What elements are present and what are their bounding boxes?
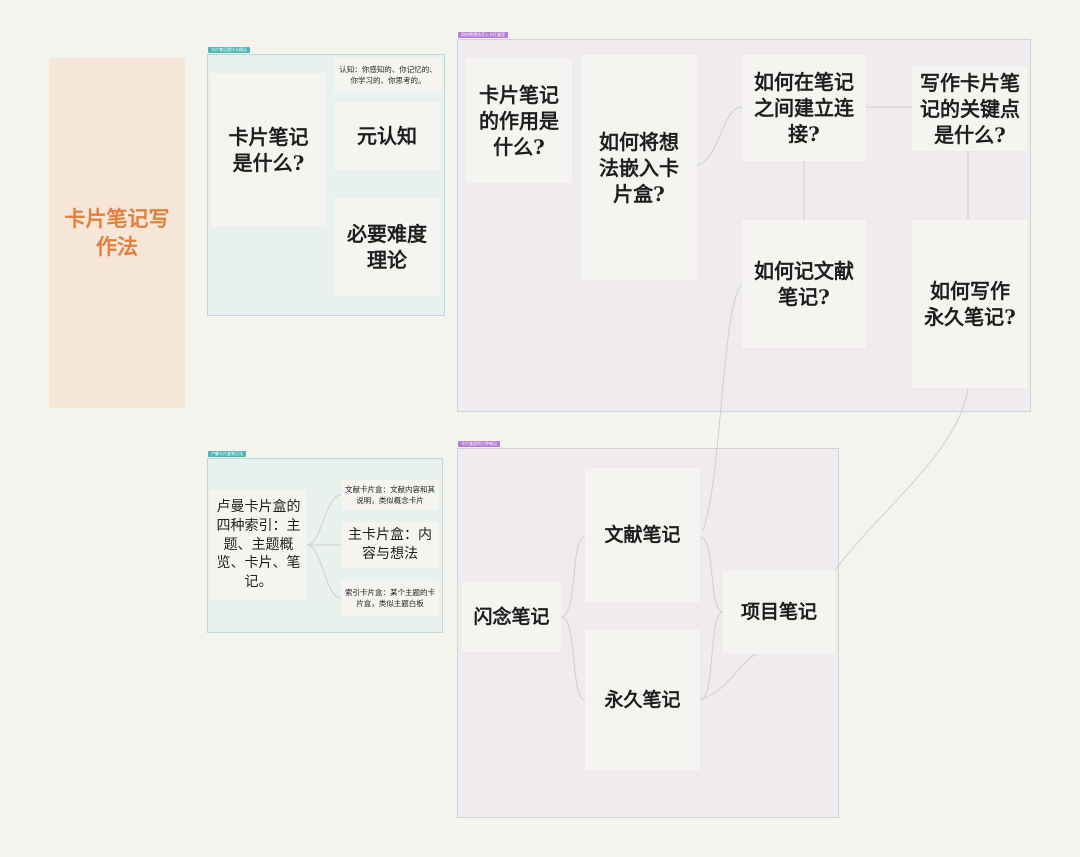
- node-embed[interactable]: 如何将想法嵌入卡片盒?: [581, 55, 697, 280]
- node-main-box[interactable]: 主卡片盒：内容与想法: [341, 522, 439, 568]
- frame-tag[interactable]: 卢曼卡片盒笔记法: [208, 451, 246, 457]
- frame-tag[interactable]: 卡片盒里的三种笔记: [458, 441, 500, 447]
- node-key-points[interactable]: 写作卡片笔记的关键点是什么?: [912, 66, 1028, 151]
- node-desirable-difficulty[interactable]: 必要难度理论: [334, 198, 440, 296]
- node-lit-box[interactable]: 文献卡片盒：文献内容和其说明，类似概念卡片: [341, 480, 439, 510]
- node-literature[interactable]: 文献笔记: [585, 468, 700, 602]
- frame-tag[interactable]: 如何将想法写入卡片盒里: [458, 32, 508, 38]
- node-what-is[interactable]: 卡片笔记是什么?: [211, 73, 326, 227]
- node-metacognition[interactable]: 元认知: [334, 101, 440, 171]
- node-lit-note-how[interactable]: 如何记文献笔记?: [742, 220, 866, 348]
- node-link[interactable]: 如何在笔记之间建立连接?: [742, 55, 866, 161]
- node-cognition-def[interactable]: 认知：你感知的、你记忆的、你学习的、你思考的。: [334, 58, 442, 92]
- canvas-title-card[interactable]: 卡片笔记写作法: [49, 58, 185, 408]
- frame-tag[interactable]: 卡片笔记是什么概念: [208, 47, 250, 53]
- node-project[interactable]: 项目笔记: [723, 570, 835, 654]
- node-perm-note-how[interactable]: 如何写作永久笔记?: [912, 220, 1028, 388]
- node-index-box[interactable]: 索引卡片盒：某个主题的卡片盒，类似主题白板: [341, 580, 439, 616]
- connector-permnote-project: [834, 387, 969, 571]
- node-role[interactable]: 卡片笔记的作用是什么?: [466, 58, 572, 183]
- node-fleeting[interactable]: 闪念笔记: [462, 582, 561, 652]
- canvas-title: 卡片笔记写作法: [64, 205, 170, 259]
- node-luhmann-index[interactable]: 卢曼卡片盒的四种索引：主题、主题概览、卡片、笔记。: [210, 490, 307, 600]
- node-permanent[interactable]: 永久笔记: [585, 630, 700, 770]
